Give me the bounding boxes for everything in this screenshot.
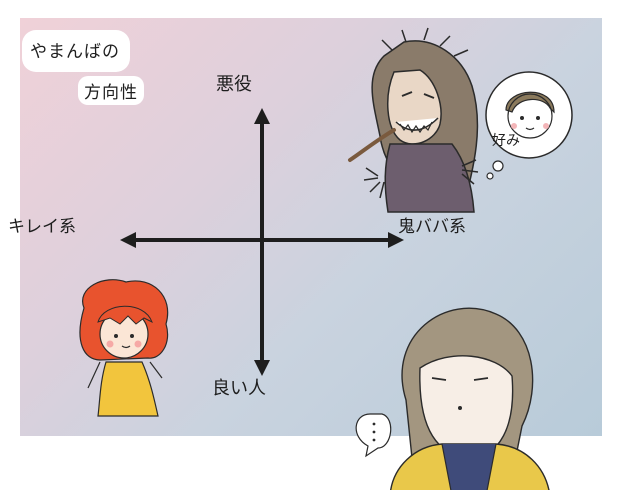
axis-label-villain: 悪役: [216, 74, 252, 95]
girl-illustration: [79, 279, 169, 417]
preference-label: 好み: [492, 133, 520, 149]
face-thought-bubble-icon: [485, 71, 573, 180]
axis-label-good-person: 良い人: [212, 378, 266, 399]
arrow-down: [254, 360, 270, 376]
person-illustration: [355, 307, 550, 490]
title-line-2: 方向性: [78, 76, 144, 105]
axis-label-pretty: キレイ系: [8, 217, 76, 237]
arrow-right: [388, 232, 404, 248]
title-bubble: [22, 30, 130, 72]
arrow-up: [254, 108, 270, 124]
axis-label-hag: 鬼ババ系: [398, 217, 466, 237]
title-line-1: やまんばの: [30, 42, 120, 62]
witch-illustration: [348, 27, 479, 213]
arrow-left: [120, 232, 136, 248]
